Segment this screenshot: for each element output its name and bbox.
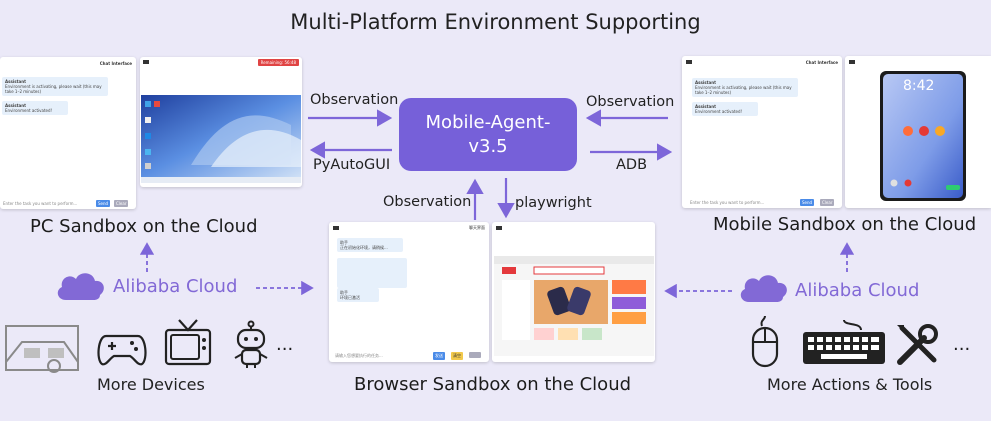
assistant-bubble: 助手 正在初始化环境，请稍候... [337, 238, 403, 252]
browser-sandbox-label: Browser Sandbox on the Cloud [354, 374, 632, 395]
agent-name: Mobile-Agent- [425, 111, 551, 133]
clear-button[interactable]: Clear [820, 199, 835, 206]
bubble-title: Assistant [695, 104, 716, 109]
window-icon [496, 226, 502, 230]
mobile-chat-panel: Chat Interface Assistant Environment is … [682, 56, 842, 208]
assistant-bubble [337, 258, 407, 288]
bubble-title: 助手 [340, 290, 348, 295]
more-tools-label: More Actions & Tools [767, 375, 933, 394]
bubble-text: Environment is activating, please wait (… [695, 85, 792, 95]
window-icon [333, 226, 339, 230]
send-button[interactable]: Send [96, 200, 111, 207]
mobile-observation-label: Observation [586, 94, 675, 110]
browser-playwright-label: playwright [515, 195, 592, 211]
browser-chat-panel: 聊天界面 助手 正在初始化环境，请稍候... 助手 环境已激活 请输入您想要执行… [329, 222, 489, 362]
bubble-text: Environment activated! [695, 109, 743, 114]
mobile-adb-label: ADB [616, 157, 648, 173]
television-icon [164, 319, 212, 366]
timer-badge: Remaining: 56:48 [257, 59, 299, 66]
extra-button[interactable] [469, 352, 481, 358]
more-devices-ellipsis: ... [276, 334, 294, 355]
page-title: Multi-Platform Environment Supporting [290, 10, 701, 34]
send-button[interactable]: Send [800, 199, 815, 206]
bubble-title: Assistant [695, 80, 716, 85]
assistant-bubble: Assistant Environment is activating, ple… [2, 77, 108, 96]
window-icon [849, 60, 855, 64]
cloud-icon [740, 275, 787, 302]
agent-version: v3.5 [468, 135, 508, 157]
task-input[interactable]: Enter the task you want to perform... [3, 201, 78, 206]
assistant-bubble: Assistant Environment activated! [2, 101, 68, 115]
window-icon [686, 60, 692, 64]
pc-chat-panel: Chat Interface Assistant Environment is … [0, 57, 136, 209]
mobile-sandbox-label: Mobile Sandbox on the Cloud [713, 214, 977, 235]
pc-pyautogui-label: PyAutoGUI [313, 157, 391, 173]
windows-desktop-screenshot [141, 95, 301, 183]
assistant-bubble: 助手 环境已激活 [337, 288, 379, 302]
bubble-title: 助手 [340, 240, 348, 245]
bubble-text: Environment activated! [5, 108, 53, 113]
bubble-title: Assistant [5, 103, 26, 108]
clear-button[interactable]: 清空 [451, 352, 463, 360]
bubble-title: Assistant [5, 79, 26, 84]
panel-title: Chat Interface [99, 61, 132, 66]
panel-title: Chat Interface [805, 60, 838, 65]
mouse-icon [751, 315, 779, 368]
browser-page-panel [492, 222, 655, 362]
right-cloud-label: Alibaba Cloud [795, 280, 920, 301]
pc-sandbox-label: PC Sandbox on the Cloud [30, 216, 258, 237]
gamepad-icon [97, 334, 147, 366]
mobile-agent-box: Mobile-Agent- v3.5 [399, 98, 577, 171]
bubble-text: 正在初始化环境，请稍候... [340, 245, 388, 250]
phone-clock: 8:42 [903, 78, 935, 94]
more-tools-ellipsis: ... [953, 334, 971, 355]
mobile-phone-panel: 8:42 [845, 56, 991, 208]
panel-title: 聊天界面 [469, 225, 485, 230]
keyboard-icon [803, 319, 885, 364]
ecommerce-page-screenshot [494, 256, 654, 356]
send-button[interactable]: 发送 [433, 352, 445, 360]
more-devices-label: More Devices [97, 375, 205, 394]
pc-observation-label: Observation [310, 92, 399, 108]
bubble-text: Environment is activating, please wait (… [5, 84, 102, 94]
tools-icon [897, 324, 938, 365]
pc-desktop-panel: Remaining: 56:48 [140, 57, 302, 187]
browser-observation-label: Observation [383, 194, 472, 210]
task-input[interactable]: Enter the task you want to perform... [690, 200, 765, 205]
bubble-text: 环境已激活 [340, 295, 360, 300]
left-cloud-label: Alibaba Cloud [113, 276, 238, 297]
android-phone-screenshot [880, 71, 966, 201]
assistant-bubble: Assistant Environment activated! [692, 102, 758, 116]
cloud-icon [57, 273, 104, 300]
window-icon [143, 60, 149, 64]
clear-button[interactable]: Clear [114, 200, 129, 207]
robot-icon [234, 320, 268, 368]
task-input[interactable]: 请输入您想要执行的任务... [335, 353, 383, 358]
assistant-bubble: Assistant Environment is activating, ple… [692, 78, 798, 97]
car-interior-icon [5, 325, 79, 373]
